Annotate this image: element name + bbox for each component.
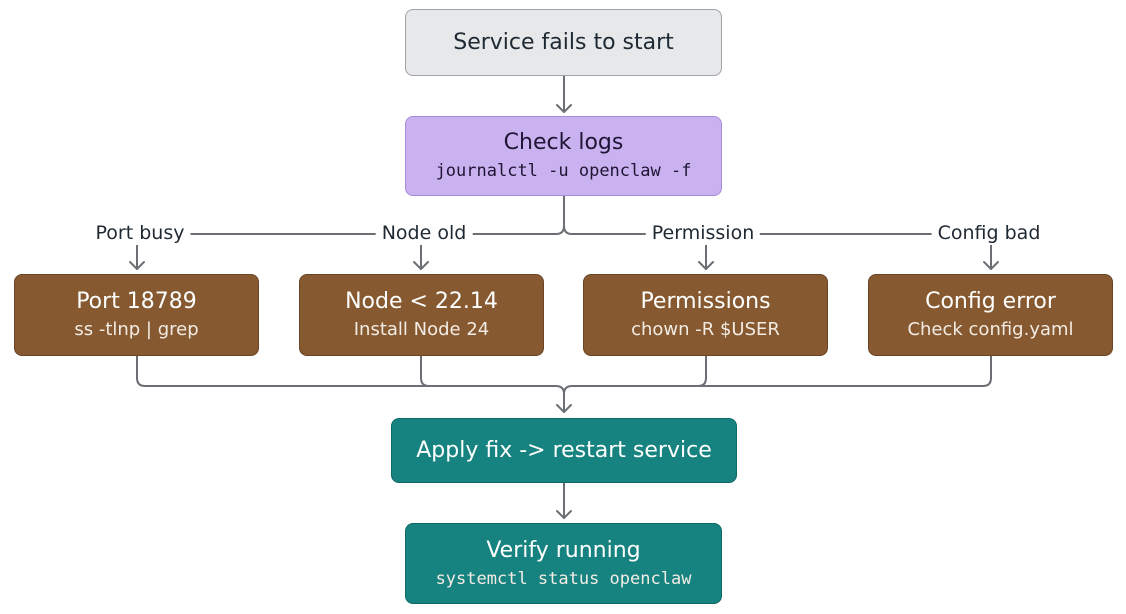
edge-label-port-busy: Port busy [89,221,191,245]
connector-check-to-permission-branch [563,225,992,270]
node-node-old: Node < 22.14 Install Node 24 [299,274,544,356]
node-port-detail: ss -tlnp | grep [74,319,199,340]
node-verify-running: Verify running systemctl status openclaw [405,523,722,604]
arrowhead-merge-to-fix [556,404,572,413]
edge-label-permission: Permission [645,221,761,245]
node-config-title: Config error [925,289,1056,314]
node-check-logs-command: journalctl -u openclaw -f [435,161,692,181]
node-port-title: Port 18789 [76,289,197,314]
node-config-error: Config error Check config.yaml [868,274,1113,356]
arrowhead-port [129,261,145,270]
node-verify-title: Verify running [486,537,641,563]
node-service-fails: Service fails to start [405,9,722,76]
node-config-detail: Check config.yaml [907,319,1074,340]
connector-config-to-merge [563,355,992,395]
edge-label-config-bad: Config bad [931,221,1047,245]
edge-label-node-old: Node old [375,221,473,245]
arrowhead-fix-to-verify [556,510,572,519]
node-service-fails-title: Service fails to start [453,29,674,55]
connector-node-to-merge [420,355,430,387]
connector-check-to-branches [136,195,565,270]
node-verify-command: systemctl status openclaw [435,568,692,589]
node-permissions: Permissions chown -R $USER [583,274,828,356]
node-permissions-detail: chown -R $USER [631,319,780,340]
node-apply-fix-title: Apply fix -> restart service [416,437,712,463]
node-apply-fix: Apply fix -> restart service [391,418,737,483]
connector-port-to-merge [136,355,565,413]
node-permissions-title: Permissions [640,289,771,314]
arrowhead-config [983,261,999,270]
arrowhead-node [413,261,429,270]
node-node-title: Node < 22.14 [345,289,498,314]
node-node-detail: Install Node 24 [353,319,490,340]
node-check-logs-title: Check logs [503,130,624,155]
arrowhead-start-to-check [556,104,572,113]
node-port-busy: Port 18789 ss -tlnp | grep [14,274,259,356]
connector-permission-to-merge [697,355,707,387]
arrowhead-permission [698,261,714,270]
node-check-logs: Check logs journalctl -u openclaw -f [405,116,722,196]
